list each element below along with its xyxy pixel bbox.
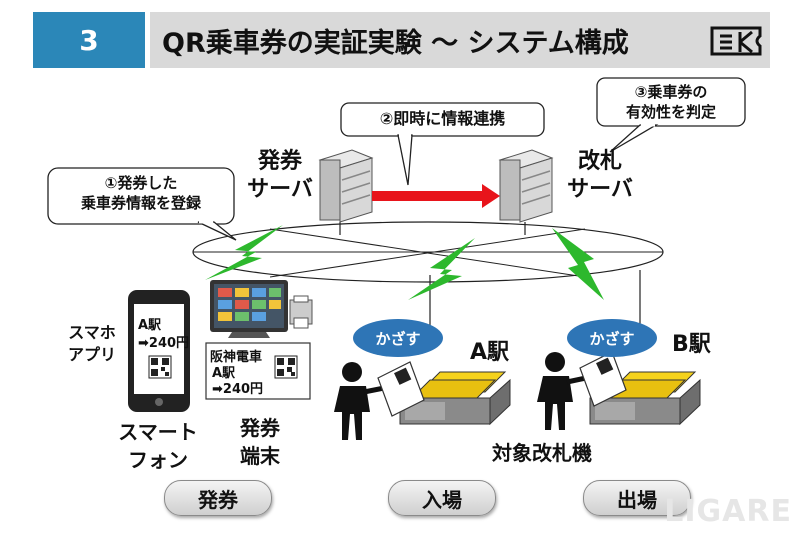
terminal-label-line2: 端末 xyxy=(240,444,280,468)
network-line-diag2 xyxy=(269,228,586,278)
terminal-label-line1: 発券 xyxy=(240,416,280,440)
wireless-bolt-gate-b xyxy=(552,228,604,300)
held-ticket-b-icon xyxy=(579,351,627,407)
smartphone-label-line1: スマート xyxy=(118,420,198,444)
exit-button[interactable]: 出場 xyxy=(583,480,691,516)
issue-server-icon xyxy=(318,149,374,223)
ticket-terminal-icon xyxy=(210,280,313,338)
terminal-label: 発券 端末 xyxy=(222,414,298,470)
gate-server-label: 改札 サーバ xyxy=(560,148,640,204)
issue-server-label-line2: サーバ xyxy=(247,177,313,202)
held-ticket-a-icon xyxy=(377,361,425,417)
wireless-bolt-gate-a xyxy=(408,238,475,300)
station-a-label: A駅 xyxy=(470,340,510,365)
target-gates-label: 対象改札機 xyxy=(492,441,592,465)
station-b-label: B駅 xyxy=(672,332,711,357)
person-b-icon xyxy=(537,352,587,430)
callout-instant-link xyxy=(340,102,545,186)
smartphone-app-label-line2: アプリ xyxy=(67,345,116,364)
ticket-icon xyxy=(710,26,762,56)
callout-validity-text: ③乗車券の 有効性を判定 xyxy=(597,82,745,122)
ticket-fare: ➡240円 xyxy=(212,382,264,397)
callout-validity-line1: ③乗車券の xyxy=(634,83,708,101)
kazasu-bubble-b xyxy=(567,319,657,357)
kazasu-label-a: かざす xyxy=(375,330,421,348)
callout-issue-register-line1: ①発券した xyxy=(104,174,178,192)
callout-issue-register-line2: 乗車券情報を登録 xyxy=(80,194,201,212)
person-a-icon xyxy=(334,362,385,440)
section-number: 3 xyxy=(33,12,145,68)
phone-screen-fare: ➡240円 xyxy=(138,336,190,351)
issue-server-label-line1: 発券 xyxy=(257,149,302,174)
issue-server-label: 発券 サーバ xyxy=(240,148,320,204)
kazasu-label-b: かざす xyxy=(589,330,635,348)
callout-issue-register-text: ①発券した 乗車券情報を登録 xyxy=(48,173,234,213)
kazasu-bubble-a xyxy=(353,319,443,357)
header-bar xyxy=(150,12,770,68)
gate-server-label-line2: サーバ xyxy=(567,177,633,202)
smartphone-label: スマート フォン xyxy=(108,418,208,474)
gate-server-icon xyxy=(498,149,554,223)
callout-validity xyxy=(596,77,746,153)
smartphone-app-label: スマホ アプリ xyxy=(62,322,122,366)
watermark-logo: LIGARE xyxy=(664,494,792,529)
entry-button[interactable]: 入場 xyxy=(388,480,496,516)
callout-validity-line2: 有効性を判定 xyxy=(625,103,716,121)
ticket-company: 阪神電車 xyxy=(210,350,263,365)
callout-issue-register xyxy=(47,167,237,241)
page-title: QR乗車券の実証実験 ～ システム構成 xyxy=(162,27,629,59)
smartphone-icon xyxy=(128,290,190,412)
issue-button[interactable]: 発券 xyxy=(164,480,272,516)
ticket-station: A駅 xyxy=(212,366,236,381)
phone-screen-station: A駅 xyxy=(138,318,162,333)
smartphone-app-label-line1: スマホ xyxy=(68,323,116,342)
callout-instant-link-text: ②即時に情報連携 xyxy=(379,109,506,128)
smartphone-label-line2: フォン xyxy=(128,448,188,472)
wireless-bolt-terminal xyxy=(205,225,283,280)
printed-ticket-icon xyxy=(205,342,311,400)
gate-server-label-line1: 改札 xyxy=(577,149,622,174)
link-arrow xyxy=(372,184,500,208)
